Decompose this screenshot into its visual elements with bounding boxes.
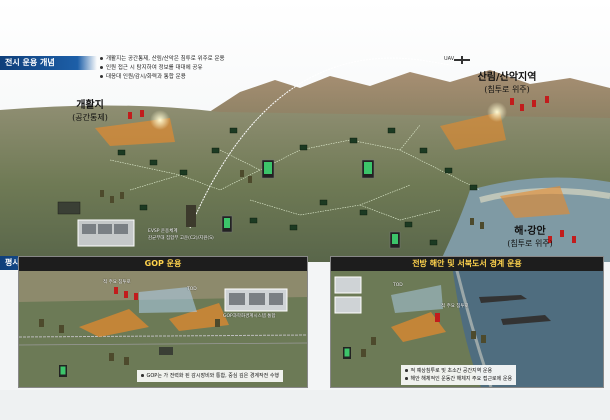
uav-label: UAV — [444, 56, 455, 62]
gop-control-label: GOP과학화경계시스템 통합 — [223, 314, 276, 319]
zone-mountain-sub: (침투로 위주) — [484, 85, 530, 94]
wartime-header: 전시 운용 개념 — [0, 56, 97, 70]
zone-coast-sub: (침투로 위주) — [507, 239, 553, 248]
coast-infiltrator-label: 적 주요 침투로 — [441, 304, 469, 309]
wartime-bullet: 대응대 인원/감시/화력과 통합 운용 — [100, 73, 225, 82]
coast-title: 전방 해안 및 서북도서 경계 운용 — [331, 257, 603, 271]
gop-panel: GOP 운용 적 주요 침투로 TOD GOP과학화경계시스템 통합 GOP는 … — [18, 256, 308, 388]
zone-open-title: 개활지 — [76, 100, 104, 111]
zone-open-label: 개활지 (공간통제) — [60, 100, 120, 124]
coast-note: 적 예상침투로 및 초소간 공간지역 운용 — [405, 367, 512, 375]
zone-coast-label: 해·강안 (침투로 위주) — [500, 226, 560, 250]
gop-tod-label: TOD — [187, 287, 197, 292]
gop-infiltrator-label: 적 주요 침투로 — [103, 280, 131, 285]
gop-scene-art — [19, 257, 307, 387]
zone-coast-title: 해·강안 — [514, 226, 546, 237]
gop-note: GOP는 가 전력화 된 감시장비와 통합, 중심 깊은 경계작전 수행 — [137, 370, 284, 382]
zone-mountain-title: 산림/산악지역 — [477, 72, 537, 83]
coast-notes: 적 예상침투로 및 초소간 공간지역 운용 해안 해체적인 운동간 해체지 주요… — [401, 365, 517, 385]
command-label-2: 감균부대 집합부 고운(C2)/지원(S) — [148, 236, 214, 241]
coast-note: 해안 해체적인 운동간 해체지 주요 접근로에 운용 — [405, 375, 512, 383]
bottom-margin — [0, 390, 610, 420]
wartime-bullet: 인원 접근 시 탐지하여 정보를 대대에 공유 — [100, 64, 225, 73]
coast-panel: 전방 해안 및 서북도서 경계 운용 적 주요 침투로 TOD 적 예상침투로 … — [330, 256, 604, 388]
zone-open-sub: (공간통제) — [72, 113, 108, 122]
zone-mountain-label: 산림/산악지역 (침투로 위주) — [462, 72, 552, 96]
coast-scene-art — [331, 257, 603, 387]
wartime-bullet-list: 개활지는 공간통제, 산림/산악은 침투로 위주로 운용 인원 접근 시 탐지하… — [100, 55, 225, 82]
command-label-1: EVSP 운용체계 — [148, 229, 178, 234]
coast-tod-label: TOD — [393, 283, 403, 288]
gop-title: GOP 운용 — [19, 257, 307, 271]
wartime-bullet: 개활지는 공간통제, 산림/산악은 침투로 위주로 운용 — [100, 55, 225, 64]
